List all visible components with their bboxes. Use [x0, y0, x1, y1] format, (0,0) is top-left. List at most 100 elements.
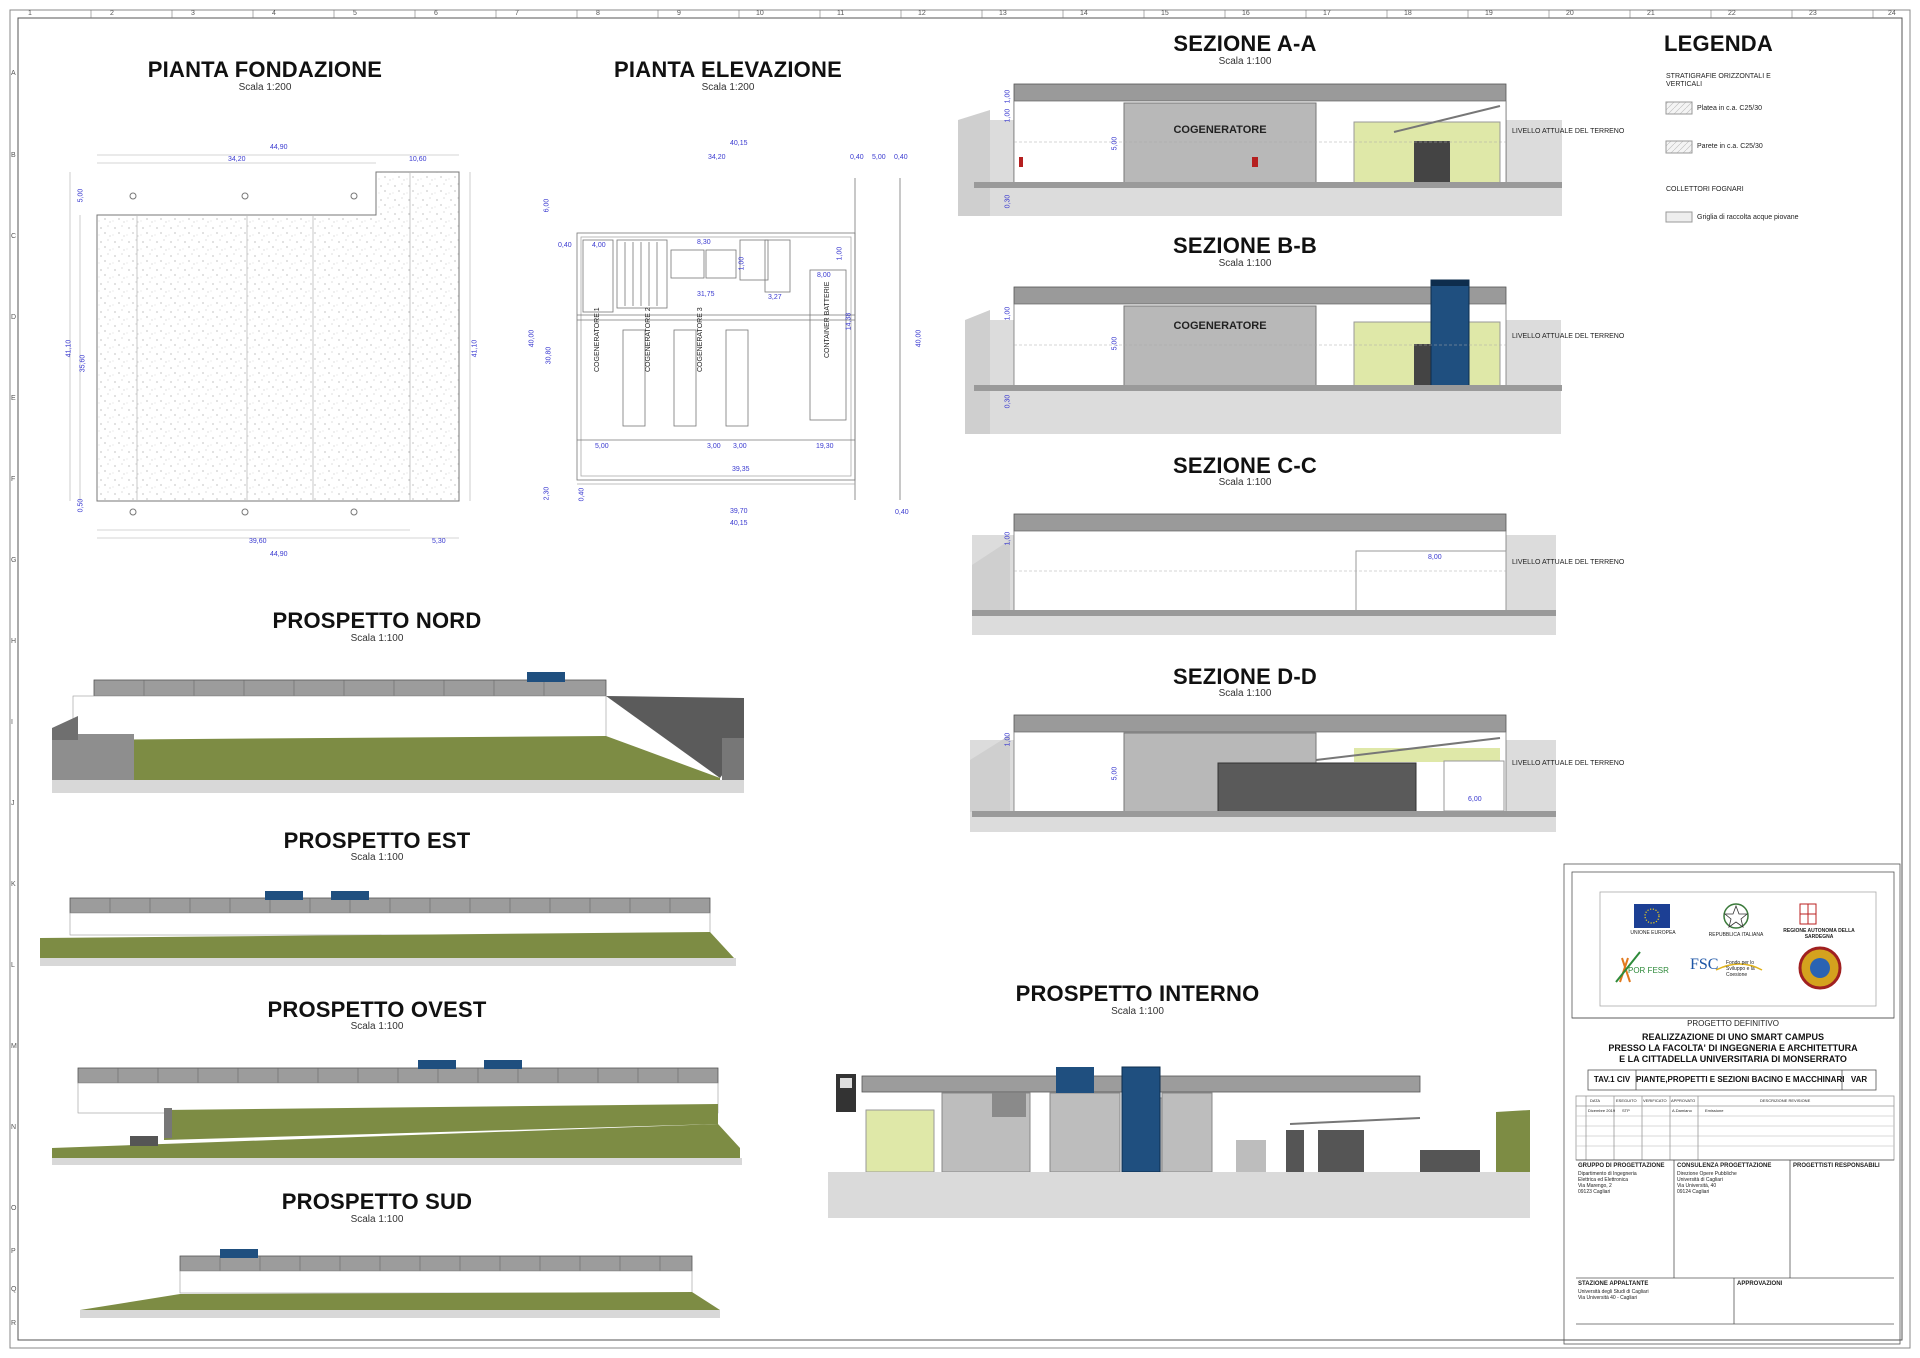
tb-project-line-1: REALIZZAZIONE DI UNO SMART CAMPUS — [1642, 1032, 1824, 1042]
logo-fsc-text: FSC — [1690, 956, 1719, 973]
elev-dim-small-b: 0,40 — [558, 242, 572, 249]
fond-dim-top-small: 5,00 — [77, 188, 85, 203]
grid-row-d-left: D — [11, 314, 17, 321]
grid-col-8-top: 8 — [596, 10, 600, 17]
grid-col-16-top: 16 — [1242, 10, 1250, 17]
grid-col-4-top: 4 — [272, 10, 276, 17]
sec-aa-dim-h2: 1,00 — [1004, 108, 1012, 123]
elev-dim-left-a: 40,00 — [528, 329, 536, 348]
grid-row-o-left: O — [11, 1205, 17, 1212]
scale-prospetto-interno: Scala 1:100 — [1111, 1006, 1164, 1017]
label-cogeneratore-2: COGENERATORE 2 — [645, 307, 652, 372]
grid-col-19-top: 19 — [1485, 10, 1493, 17]
legenda-group-stratigrafie: STRATIGRAFIE ORIZZONTALI E VERTICALI — [1666, 73, 1771, 88]
grid-row-g-left: G — [11, 557, 17, 564]
tb-var: VAR — [1850, 1075, 1868, 1084]
elev-dim-mid-a: 8,30 — [697, 239, 711, 246]
grid-col-22-top: 22 — [1728, 10, 1736, 17]
grid-col-15-top: 15 — [1161, 10, 1169, 17]
title-pianta-fondazione: PIANTA FONDAZIONE — [147, 57, 383, 82]
scale-prospetto-est: Scala 1:100 — [350, 852, 404, 863]
scale-pianta-fondazione: Scala 1:200 — [238, 82, 292, 93]
elev-dim-top-left: 34,20 — [708, 154, 726, 161]
elev-dim-row-e: 39,35 — [732, 466, 750, 473]
grid-col-18-top: 18 — [1404, 10, 1412, 17]
label-terreno-bb: LIVELLO ATTUALE DEL TERRENO — [1512, 333, 1625, 340]
title-prospetto-est: PROSPETTO EST — [283, 828, 471, 853]
logo-fsc-sub: Fondo per lo Sviluppo e la Coesione — [1726, 960, 1755, 978]
grid-row-l-left: L — [11, 962, 15, 969]
sec-bb-dim-h3: 5,00 — [1111, 336, 1119, 351]
elev-dim-small-e: 1,00 — [836, 246, 844, 261]
prospetto-est-drawing — [40, 891, 736, 966]
grid-row-i-left: I — [11, 719, 13, 726]
legenda-swatches — [1665, 101, 1693, 223]
grid-col-1-top: 1 — [28, 10, 32, 17]
tb-project-line-2: PRESSO LA FACOLTA' DI INGEGNERIA E ARCHI… — [1608, 1043, 1858, 1053]
label-cogeneratore-1: COGENERATORE 1 — [594, 307, 601, 372]
sec-cc-dim-span: 8,00 — [1428, 554, 1442, 561]
grid-col-17-top: 17 — [1323, 10, 1331, 17]
grid-row-n-left: N — [11, 1124, 17, 1131]
grid-row-h-left: H — [11, 638, 17, 645]
sec-bb-dim-h4: 0,30 — [1004, 394, 1012, 409]
elev-dim-side-a: 0,40 — [578, 487, 586, 502]
pianta-elevazione-drawing — [576, 178, 901, 500]
elev-dim-top-total: 40,15 — [730, 140, 748, 147]
title-block-frame — [1563, 863, 1901, 1345]
grid-row-c-left: C — [11, 233, 17, 240]
elev-dim-small-a: 6,00 — [543, 198, 551, 213]
fond-dim-top-left: 34,20 — [228, 156, 246, 163]
fond-dim-right: 41,10 — [471, 339, 479, 358]
tb-consulenza-line-1: Direzione Opere Pubbliche — [1677, 1171, 1737, 1177]
sezione-aa-drawing — [958, 83, 1562, 216]
grid-col-5-top: 5 — [353, 10, 357, 17]
grid-row-b-left: B — [11, 152, 16, 159]
scale-sezione-dd: Scala 1:100 — [1218, 688, 1272, 699]
legenda-item-parete: Parete in c.a. C25/30 — [1697, 143, 1763, 150]
tb-rev-header-verificato: VERIFICATO — [1643, 1098, 1667, 1103]
fond-dim-bottom-left: 39,60 — [249, 538, 267, 545]
sec-bb-dim-h1: 1,00 — [1004, 306, 1012, 321]
tb-gruppo-line-2: Elettrica ed Elettronica — [1578, 1177, 1629, 1183]
elev-dim-mid-e: 14,38 — [845, 312, 853, 331]
grid-col-12-top: 12 — [918, 10, 926, 17]
prospetto-ovest-drawing — [52, 1060, 742, 1165]
legenda-group-collettori: COLLETTORI FOGNARI — [1666, 186, 1744, 193]
sezione-cc-drawing — [972, 513, 1556, 635]
elev-dim-row-c: 3,00 — [733, 443, 747, 450]
elev-dim-small-f: 0,40 — [895, 509, 909, 516]
tb-consulenza-line-2: Università di Cagliari — [1677, 1177, 1723, 1183]
grid-col-10-top: 10 — [756, 10, 764, 17]
elev-dim-left-b: 30,80 — [545, 346, 553, 365]
scale-sezione-aa: Scala 1:100 — [1218, 56, 1272, 67]
tb-rev-row-eseguito: STP — [1622, 1108, 1630, 1113]
tb-stage: PROGETTO DEFINITIVO — [1687, 1019, 1779, 1028]
logo-eu-caption: UNIONE EUROPEA — [1630, 930, 1676, 936]
fond-dim-bottom-small: 0,50 — [77, 498, 85, 513]
elev-dim-side-b: 2,30 — [543, 486, 551, 501]
sezione-dd-drawing — [970, 714, 1556, 832]
title-prospetto-nord: PROSPETTO NORD — [272, 608, 482, 633]
title-block-logos — [1615, 903, 1842, 990]
tb-rev-header-approvato: APPROVATO — [1671, 1098, 1696, 1103]
elev-dim-right-a: 40,00 — [915, 329, 923, 348]
title-prospetto-interno: PROSPETTO INTERNO — [1015, 981, 1260, 1006]
grid-row-r-left: R — [11, 1320, 17, 1327]
elev-dim-row-b: 3,00 — [707, 443, 721, 450]
grid-row-j-left: J — [11, 800, 15, 807]
elev-dim-bottom-b: 40,15 — [730, 520, 748, 527]
fond-dim-left-outer: 41,10 — [65, 339, 73, 358]
sec-dd-dim-h1: 1,00 — [1004, 732, 1012, 747]
grid-row-q-left: Q — [11, 1286, 17, 1293]
tb-rev-row-descrizione: Emissione — [1705, 1108, 1724, 1113]
elev-dim-row-a: 5,00 — [595, 443, 609, 450]
elev-dim-mid-b: 31,75 — [697, 291, 715, 298]
elev-dim-bottom-a: 39,70 — [730, 508, 748, 515]
fond-dim-bottom-total: 44,90 — [270, 551, 288, 558]
title-sezione-cc: SEZIONE C-C — [1173, 453, 1317, 478]
sec-dd-dim-h3: 5,00 — [1111, 766, 1119, 781]
tb-consulenza-title: CONSULENZA PROGETTAZIONE — [1677, 1163, 1772, 1169]
tb-rev-row-data: Dicembre 2019 — [1588, 1108, 1616, 1113]
tb-gruppo-title: GRUPPO DI PROGETTAZIONE — [1578, 1163, 1665, 1169]
